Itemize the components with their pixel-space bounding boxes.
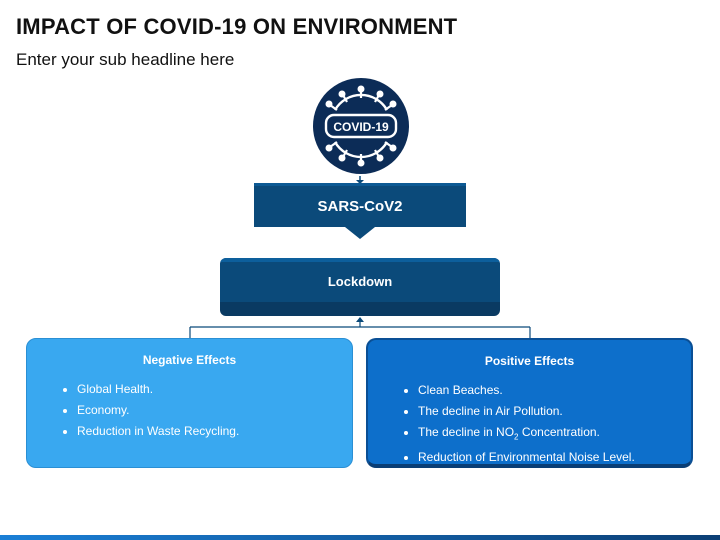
bottom-accent-bar <box>0 535 720 540</box>
positive-effects-list: Clean Beaches. The decline in Air Pollut… <box>384 380 675 468</box>
list-item: The decline in Air Pollution. <box>418 401 675 422</box>
sars-cov2-label: SARS-CoV2 <box>317 198 403 215</box>
no2-subscript: 2 <box>514 432 519 442</box>
sars-cov2-box: SARS-CoV2 <box>254 183 466 227</box>
page-title: IMPACT OF COVID-19 ON ENVIRONMENT <box>16 14 458 39</box>
covid-virus-icon: COVID-19 <box>311 76 411 176</box>
negative-effects-panel: Negative Effects Global Health. Economy.… <box>26 338 353 468</box>
lockdown-label: Lockdown <box>327 273 393 289</box>
list-item: Clean Beaches. <box>418 380 675 401</box>
page-subtitle: Enter your sub headline here <box>16 50 235 69</box>
positive-effects-panel: Positive Effects Clean Beaches. The decl… <box>366 338 693 468</box>
no2-text: The decline in NO <box>418 425 515 439</box>
sars-arrow-icon <box>345 227 375 239</box>
no2-suffix: Concentration. <box>518 425 600 439</box>
negative-effects-title: Negative Effects <box>142 353 237 367</box>
lockdown-box: Lockdown <box>220 258 500 316</box>
list-item: Economy. <box>77 400 336 421</box>
negative-effects-list: Global Health. Economy. Reduction in Was… <box>43 379 336 442</box>
list-item: Reduction in Waste Recycling. <box>77 421 336 442</box>
list-item: Global Health. <box>77 379 336 400</box>
covid-label: COVID-19 <box>333 120 389 134</box>
positive-effects-title: Positive Effects <box>484 354 575 368</box>
list-item: Reduction of Environmental Noise Level. <box>418 447 675 468</box>
list-item: The decline in NO2 Concentration. <box>418 422 675 447</box>
